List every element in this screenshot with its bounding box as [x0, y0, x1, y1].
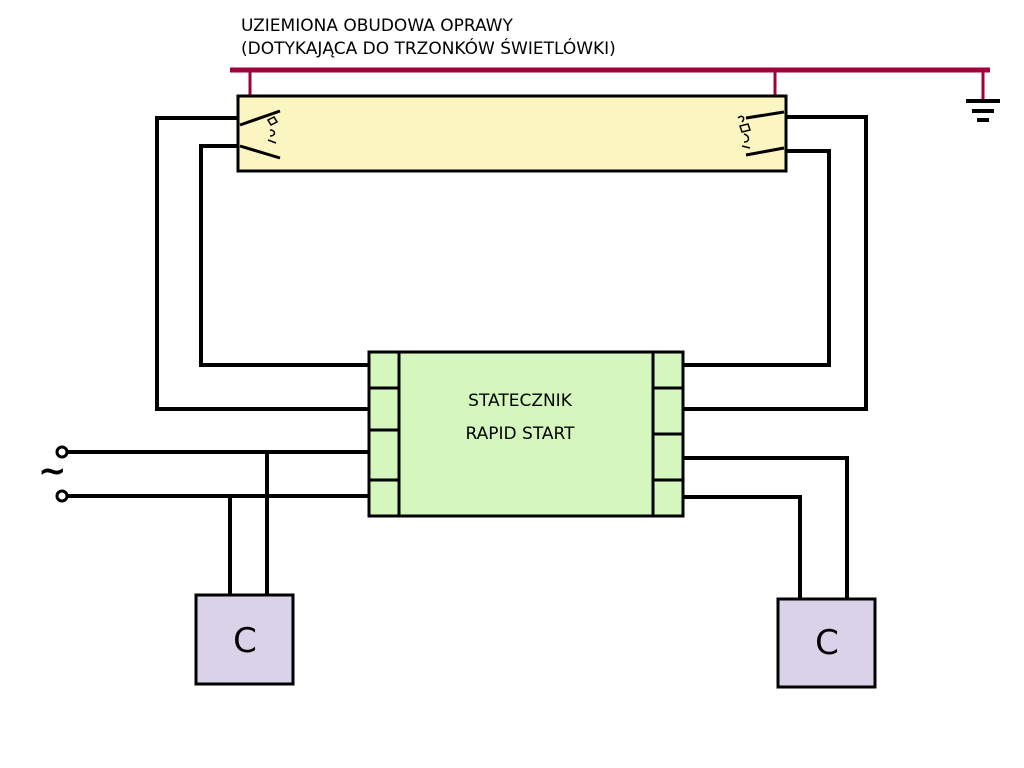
capacitor-left-label: C [233, 621, 257, 661]
lamp-filament-left-icon [239, 109, 281, 160]
wire-right-inner [680, 149, 831, 367]
wire-left-outer [155, 116, 373, 411]
capacitor-left: C [194, 593, 295, 686]
capacitor-right: C [776, 597, 877, 689]
terminal-lower [55, 489, 69, 503]
housing-label-line1: UZIEMIONA OBUDOWA OPRAWY [241, 16, 513, 36]
ballast-label-line1: STATECZNIK [468, 391, 573, 411]
tube-body [236, 94, 788, 173]
supply-terminals: ~ [38, 445, 69, 503]
housing-label-line2: (DOTYKAJĄCA DO TRZONKÓW ŚWIETLÓWKI) [241, 37, 616, 59]
wire-cap-right-a [680, 456, 849, 602]
wire-cap-right-b [680, 495, 802, 602]
lamp-filament-right-icon [737, 110, 785, 157]
terminal-upper [55, 445, 69, 459]
capacitor-left-body [194, 593, 295, 686]
capacitor-right-label: C [815, 623, 839, 663]
fluorescent-tube [236, 94, 788, 173]
ballast: STATECZNIK RAPID START [367, 350, 685, 518]
ac-symbol: ~ [38, 451, 67, 491]
capacitor-right-body [776, 597, 877, 689]
wire-right-outer [680, 115, 868, 411]
ground-symbol-icon [966, 99, 1000, 122]
ballast-label-line2: RAPID START [466, 424, 576, 444]
ground-bus [230, 67, 990, 100]
ballast-body [367, 350, 685, 518]
wire-left-inner [199, 144, 373, 367]
